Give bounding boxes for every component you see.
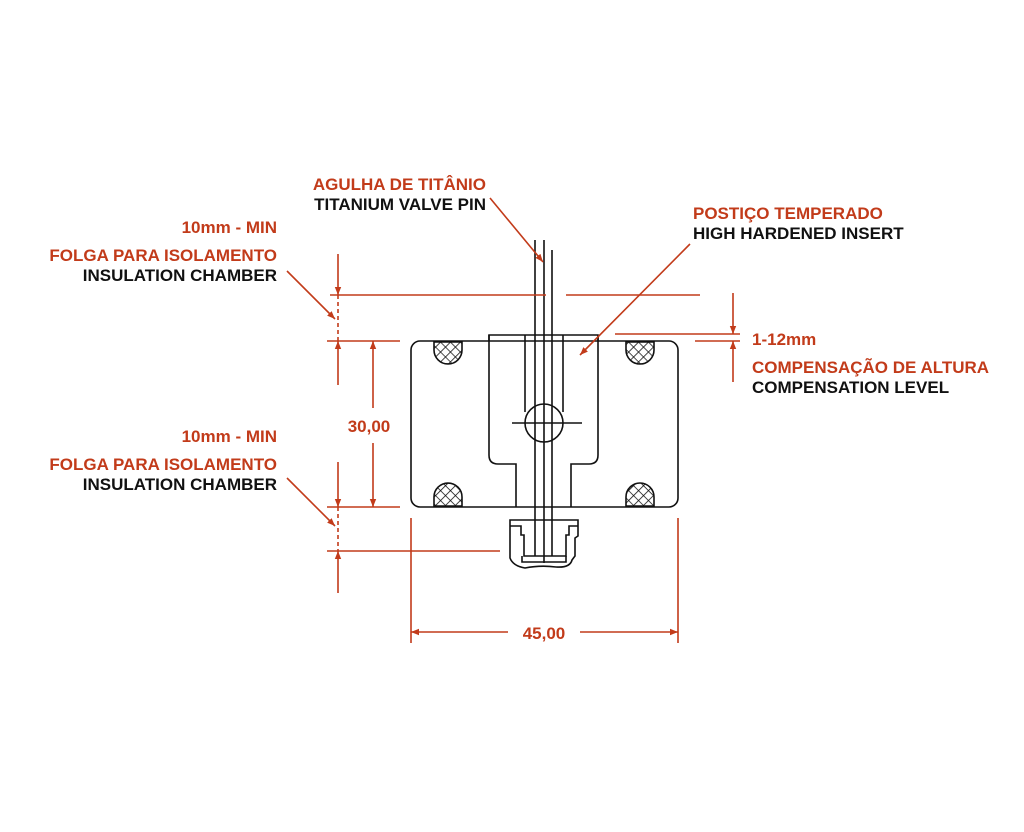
bottom-gap-label-pt: FOLGA PARA ISOLAMENTO (49, 455, 277, 474)
height-dimension: 30,00 (348, 417, 391, 436)
top-gap-min: 10mm - MIN (182, 218, 277, 237)
o-ring-top-right (625, 341, 655, 365)
o-ring-bottom-right (625, 482, 655, 507)
bottom-gap-label-en: INSULATION CHAMBER (83, 475, 277, 494)
nozzle-tip (509, 519, 579, 569)
compensation-label-en: COMPENSATION LEVEL (752, 378, 949, 397)
pin-label-pt: AGULHA DE TITÂNIO (313, 175, 486, 194)
insert-label-en: HIGH HARDENED INSERT (693, 224, 904, 243)
top-gap-label-en: INSULATION CHAMBER (83, 266, 277, 285)
hardened-insert (488, 334, 599, 507)
dimension-lines (286, 197, 740, 643)
o-rings (433, 341, 655, 507)
compensation-label-pt: COMPENSAÇÃO DE ALTURA (752, 357, 989, 377)
o-ring-bottom-left (433, 482, 463, 507)
width-dimension: 45,00 (523, 624, 566, 643)
bottom-gap-min: 10mm - MIN (182, 427, 277, 446)
top-gap-label-pt: FOLGA PARA ISOLAMENTO (49, 246, 277, 265)
compensation-range: 1-12mm (752, 330, 816, 349)
titanium-valve-pin (534, 240, 553, 563)
o-ring-top-left (433, 341, 463, 365)
pin-label-en: TITANIUM VALVE PIN (314, 195, 486, 214)
insert-label-pt: POSTIÇO TEMPERADO (693, 204, 883, 223)
